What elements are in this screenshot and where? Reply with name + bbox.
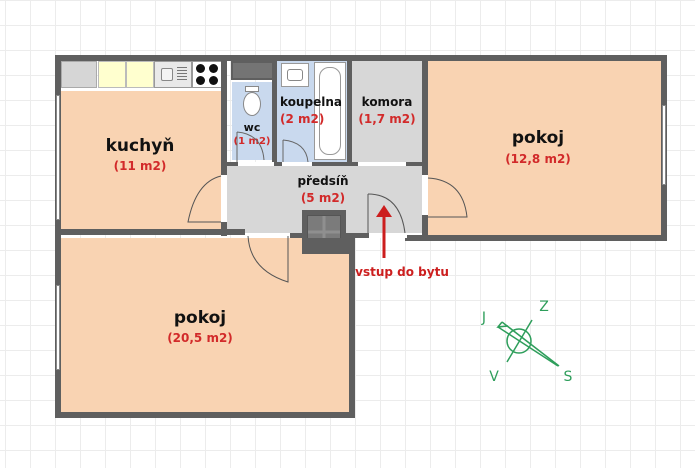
kitchen-counter-edge [61,88,221,91]
compass-label-v: V [489,369,499,385]
room-name-komora: komora [361,95,413,109]
room-name-koupelna: koupelna [280,95,342,109]
wall-baths-predsin [227,162,427,166]
compass-label-s: S [563,369,573,385]
door-gap-wc [238,162,274,166]
outer-wall-top [55,55,667,61]
window-pokoj-large [56,285,60,370]
outer-wall-right-bottom [405,235,667,241]
sink-icon [154,61,192,88]
room-area-pokoj-large: (20,5 m2) [167,331,233,345]
kitchen-cabinet [126,61,154,88]
room-komora[interactable] [352,61,422,162]
door-gap-komora [358,162,406,166]
room-area-komora: (1,7 m2) [358,112,416,126]
compass-icon [496,319,560,367]
wall-kuchyn-pokoj [55,229,245,235]
fridge-block [61,61,97,88]
wall-predsin-pokoj-right [290,233,302,239]
wall-predsin-pokoj-lower [422,215,428,241]
door-gap-koupelna [282,162,312,166]
entrance-gap [369,233,407,238]
room-kuchyn[interactable] [61,88,221,229]
toilet-icon [243,86,261,118]
arrow-up-icon [376,205,392,258]
wall-entry-left [346,233,369,238]
room-name-kuchyn: kuchyň [105,136,175,156]
kitchen-cabinet [98,61,126,88]
door-opening-pokoj-large [245,233,290,238]
room-name-wc: wc [243,121,261,134]
room-area-wc: (1 m2) [233,136,271,147]
compass-label-z: Z [539,299,549,315]
stove-icon [192,61,222,88]
room-name-pokoj-small: pokoj [511,128,565,148]
shaft-overlap [302,238,349,254]
door-opening-kuchyn [221,175,227,222]
wall-komora-pokoj [422,55,428,175]
wall-koupelna-komora [347,61,352,166]
room-area-predsin: (5 m2) [300,191,346,205]
room-name-pokoj-large: pokoj [173,308,227,328]
bathtub-icon [314,62,346,160]
compass: J Z V S [465,290,595,390]
washbasin-icon [281,63,309,87]
compass-label-j: J [481,310,487,326]
room-pokoj-small[interactable] [428,61,661,235]
room-area-pokoj-small: (12,8 m2) [505,152,571,166]
outer-wall-big-room-right [349,233,355,418]
room-name-predsin: předsíň [297,174,349,188]
outer-wall-bottom [55,412,355,418]
entrance-label: vstup do bytu [355,265,449,279]
room-area-kuchyn: (11 m2) [113,159,167,173]
window-kuchyn [56,95,60,220]
room-pokoj-large[interactable] [61,238,349,412]
wall-wc-koupelna [272,61,277,164]
window-pokoj-small [662,105,666,185]
wall-kuchyn-wc [221,61,227,175]
room-area-koupelna: (2 m2) [280,112,325,126]
door-opening-pokoj-small [422,175,428,215]
